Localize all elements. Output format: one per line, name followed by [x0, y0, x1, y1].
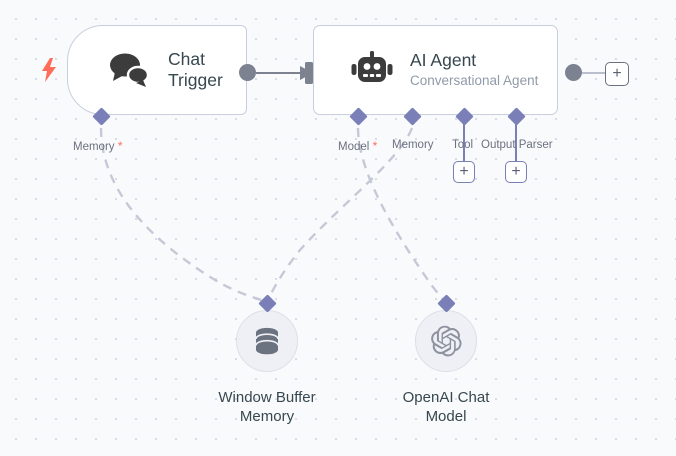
- node-openai-chat-model-label: OpenAI Chat Model: [402, 389, 490, 425]
- ai-agent-port-tool-label: Tool: [452, 139, 474, 151]
- lightning-bolt-icon: [41, 58, 57, 87]
- ai-agent-output-port[interactable]: [565, 64, 582, 81]
- ai-agent-input-port[interactable]: [305, 62, 313, 84]
- port-label-text: Model: [338, 141, 370, 153]
- openai-logo-icon: [431, 325, 462, 357]
- node-openai-chat-model[interactable]: [415, 310, 477, 372]
- node-ai-agent-text: AI Agent Conversational Agent: [410, 50, 538, 90]
- port-label-text: Memory: [73, 141, 115, 153]
- database-icon: [255, 327, 279, 355]
- node-ai-agent-subtitle: Conversational Agent: [410, 73, 539, 88]
- add-node-button[interactable]: +: [605, 62, 629, 86]
- plus-icon: +: [459, 163, 469, 180]
- node-window-buffer-memory-label: Window Buffer Memory: [218, 389, 316, 425]
- edge-trigger-memory-to-window-buffer: [99, 127, 267, 304]
- node-ai-agent-title: AI Agent: [410, 50, 477, 70]
- ai-agent-port-model-label: Model *: [338, 139, 377, 153]
- edge-agent-memory-to-window-buffer: [265, 127, 414, 303]
- plus-icon: +: [612, 65, 622, 82]
- ai-agent-port-memory-label: Memory: [392, 139, 434, 151]
- robot-icon: [344, 50, 400, 90]
- node-chat-trigger[interactable]: Chat Trigger: [67, 25, 247, 115]
- node-window-buffer-memory[interactable]: [236, 310, 298, 372]
- node-chat-trigger-title: Chat Trigger: [168, 49, 223, 90]
- chat-trigger-output-port[interactable]: [239, 64, 256, 81]
- plus-icon: +: [511, 163, 521, 180]
- node-ai-agent[interactable]: AI Agent Conversational Agent: [313, 25, 558, 115]
- add-output-parser-button[interactable]: +: [505, 161, 527, 183]
- required-marker: *: [114, 139, 123, 153]
- ai-agent-port-output-parser-label: Output Parser: [481, 139, 553, 151]
- edge-agent-model-to-openai: [356, 127, 446, 303]
- chat-trigger-port-memory-label: Memory *: [73, 139, 123, 153]
- node-chat-trigger-text: Chat Trigger: [168, 49, 223, 91]
- chat-bubbles-icon: [102, 50, 158, 90]
- required-marker: *: [369, 139, 378, 153]
- add-tool-button[interactable]: +: [453, 161, 475, 183]
